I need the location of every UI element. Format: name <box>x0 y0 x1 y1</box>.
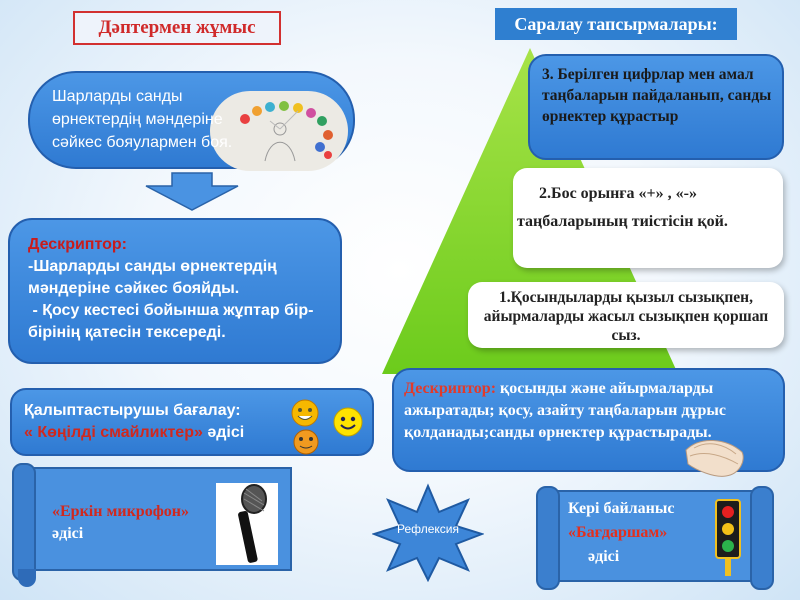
scroll-curl <box>18 569 36 587</box>
microphone-photo <box>216 483 278 565</box>
star-icon <box>372 483 484 582</box>
right-descriptor: Дескриптор: қосынды және айырмаларды ажы… <box>392 368 785 472</box>
worksheet-image <box>210 91 348 171</box>
task-2-line1: 2.Бос орынға «+» , «-» <box>539 185 697 202</box>
scroll-curl <box>12 463 36 581</box>
traffic-light-icon <box>715 499 741 576</box>
smiley-icon <box>293 429 319 455</box>
feedback-suffix: әдісі <box>588 548 620 565</box>
smiley-icon <box>291 399 319 427</box>
descriptor-line2: - Қосу кестесі бойынша жұптар бір- бірін… <box>28 302 318 341</box>
task-3: 3. Берілген цифрлар мен амал таңбаларын … <box>528 54 784 160</box>
descriptor-label: Дескриптор: <box>28 236 127 253</box>
microphone-scroll: «Еркін микрофон» әдісі <box>12 463 292 587</box>
assessment-method: « Көңілді смайликтер» <box>24 424 203 441</box>
feedback-method: «Бағдаршам» <box>568 524 668 541</box>
assessment-suffix: әдісі <box>202 424 245 441</box>
task-2: 2.Бос орынға «+» , «-» таңбаларының тиіс… <box>513 168 783 268</box>
microphone-suffix: әдісі <box>52 525 84 542</box>
assessment-label: Қалыптастырушы бағалау: <box>24 402 241 419</box>
scroll-curl <box>536 486 560 590</box>
workbook-task-text: Шарларды санды өрнектердің мәндеріне сәй… <box>52 88 233 151</box>
workbook-title: Дәптермен жұмыс <box>73 11 281 45</box>
scroll-curl <box>750 486 774 590</box>
task-3-text: 3. Берілген цифрлар мен амал таңбаларын … <box>542 66 772 125</box>
descriptor-line1: -Шарларды санды өрнектердің мәндеріне сә… <box>28 258 277 297</box>
microphone-method: «Еркін микрофон» <box>52 503 189 520</box>
feedback-scroll: Кері байланыс «Бағдаршам» әдісі <box>536 486 774 590</box>
task-1-text: 1.Қосындыларды қызыл сызықпен, айырмалар… <box>483 289 769 344</box>
balloons-icon <box>240 101 333 162</box>
differentiation-title: Саралау тапсырмалары: <box>495 8 737 40</box>
task-2-line2: таңбаларының тиістісін қой. <box>517 213 728 230</box>
smiley-icon <box>333 407 363 437</box>
left-descriptor: Дескриптор: -Шарларды санды өрнектердің … <box>8 218 342 364</box>
assessment-box: Қалыптастырушы бағалау: « Көңілді смайли… <box>10 388 374 456</box>
arrow-down-icon <box>145 172 239 211</box>
reflection-label: Рефлексия <box>396 522 460 536</box>
right-descriptor-text: қосынды және айырмаларды ажыратады; қосу… <box>404 380 726 441</box>
right-descriptor-label: Дескриптор: <box>404 380 497 397</box>
task-1: 1.Қосындыларды қызыл сызықпен, айырмалар… <box>468 282 784 348</box>
assessment-line: « Көңілді смайликтер» әдісі <box>24 422 362 444</box>
feedback-label: Кері байланыс <box>568 500 675 517</box>
microphone-icon <box>238 484 267 563</box>
clapping-hands-icon <box>685 439 744 477</box>
workbook-task: Шарларды санды өрнектердің мәндеріне сәй… <box>28 71 355 171</box>
